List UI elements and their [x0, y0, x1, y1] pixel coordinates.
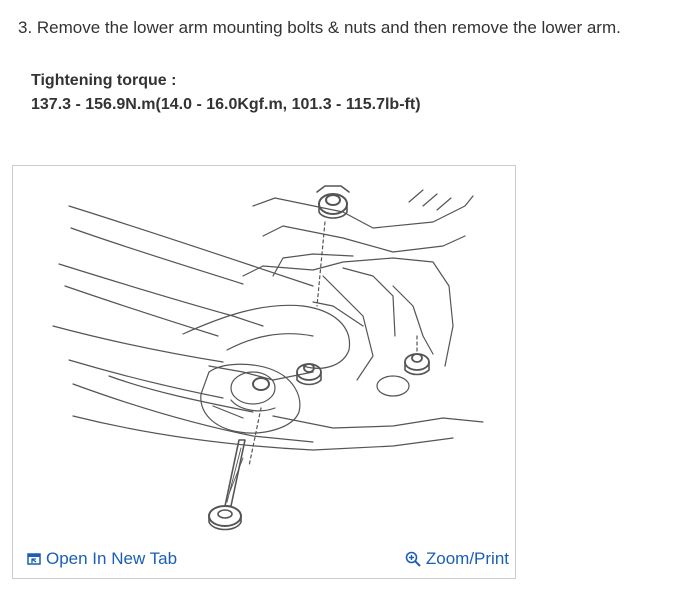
torque-spec: Tightening torque : 137.3 - 156.9N.m(14.… — [31, 69, 421, 117]
zoom-print-link[interactable]: Zoom/Print — [405, 549, 509, 569]
open-new-tab-icon — [27, 553, 41, 565]
figure-panel: Open In New Tab Zoom/Print — [12, 165, 516, 579]
zoom-in-icon — [405, 551, 421, 567]
zoom-print-label: Zoom/Print — [425, 549, 509, 568]
open-new-tab-link[interactable]: Open In New Tab — [27, 549, 177, 569]
torque-value: 137.3 - 156.9N.m(14.0 - 16.0Kgf.m, 101.3… — [31, 96, 421, 113]
lower-arm-illustration — [52, 185, 484, 531]
open-new-tab-label: Open In New Tab — [46, 549, 178, 568]
figure-toolbar: Open In New Tab Zoom/Print — [13, 544, 515, 578]
step-instruction: 3. Remove the lower arm mounting bolts &… — [18, 18, 621, 37]
torque-label: Tightening torque : — [31, 72, 177, 89]
